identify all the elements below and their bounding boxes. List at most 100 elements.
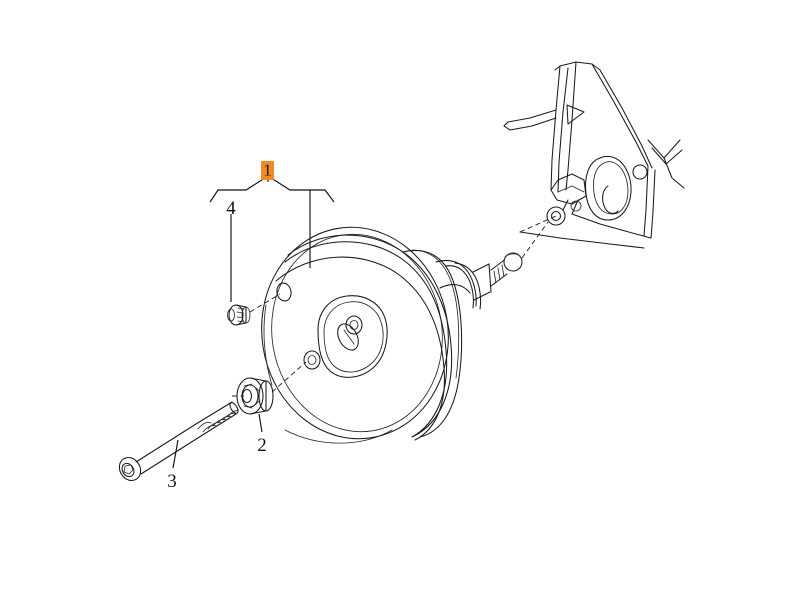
pushrod-neck-top bbox=[472, 263, 490, 273]
booster-shell-top-3 bbox=[275, 256, 445, 441]
callout-2-leader bbox=[258, 413, 263, 433]
bolt-socket-outer bbox=[121, 462, 135, 478]
brake-booster-part bbox=[261, 226, 482, 444]
small-nut-knurl-3 bbox=[236, 316, 244, 319]
bracket-oval-slot-inner bbox=[593, 161, 629, 215]
bracket-right-diagonal-inner bbox=[599, 69, 653, 169]
booster-hub-cone-2 bbox=[445, 265, 475, 309]
pushrod-shaft-bottom bbox=[490, 273, 508, 287]
callout-4-number[interactable]: 4 bbox=[226, 198, 236, 219]
leader-dashed-floor-to-grommet bbox=[519, 215, 557, 233]
small-nut-part bbox=[227, 304, 251, 326]
bracket-tab-leg-right bbox=[571, 199, 579, 215]
bracket-left-arm-top bbox=[507, 109, 557, 123]
bracket-right-diagonal-outer bbox=[591, 63, 649, 167]
callout-1-label-group[interactable]: 1 bbox=[261, 161, 274, 181]
bracket-floor-bottom bbox=[519, 231, 645, 249]
bolt-thread-bottom-edge bbox=[200, 413, 237, 437]
flanged-nut-flange-right bbox=[258, 380, 274, 412]
bolt-thread-4 bbox=[212, 418, 227, 427]
booster-shell-top bbox=[287, 234, 453, 437]
grommet-ring-inner bbox=[550, 210, 562, 222]
pushrod-thread-2 bbox=[497, 267, 501, 281]
booster-stud-hole bbox=[276, 282, 292, 302]
bolt-thread-1 bbox=[197, 421, 212, 430]
grommet-ring-outer bbox=[546, 206, 566, 226]
booster-face-edge-left bbox=[263, 304, 273, 386]
leader-dashed-nut4-to-booster bbox=[249, 293, 281, 313]
callout-3-number[interactable]: 3 bbox=[167, 471, 177, 492]
flanged-nut-body bbox=[249, 377, 267, 415]
bolt-hex-socket bbox=[123, 464, 134, 475]
pushrod-ball-end bbox=[503, 252, 523, 272]
bracket-fork-stem bbox=[663, 157, 685, 189]
bracket-triangle-cutout bbox=[566, 104, 585, 125]
leader-dashed-pushrod-to-bracket bbox=[521, 221, 549, 259]
bracket-center-rib bbox=[565, 61, 577, 191]
small-nut-knurl-1 bbox=[237, 307, 245, 310]
pushrod-neck-bottom bbox=[473, 291, 491, 301]
bolt-thread-3 bbox=[207, 421, 222, 430]
bracket-left-arm-cap bbox=[503, 121, 511, 131]
bolt-shank-top bbox=[135, 423, 197, 463]
flanged-nut-facet-2 bbox=[255, 387, 261, 393]
booster-barrel-right bbox=[402, 250, 463, 438]
bolt-thread-2 bbox=[202, 424, 217, 433]
booster-boss-hole-lower bbox=[303, 350, 321, 370]
booster-boss-hole-lower-inner bbox=[307, 355, 317, 365]
bracket-left-wall-outer bbox=[550, 65, 561, 191]
booster-hub-cone-3 bbox=[454, 262, 482, 310]
bolt-shank-bottom bbox=[140, 435, 202, 475]
push-rod-part bbox=[472, 252, 523, 301]
booster-hub-cone-top bbox=[435, 259, 477, 307]
bolt-thread-top-edge bbox=[195, 401, 233, 425]
pushrod-thread-3 bbox=[501, 264, 505, 278]
booster-center-boss-inner bbox=[323, 301, 384, 373]
callout-1-highlight-box[interactable] bbox=[261, 161, 274, 180]
bracket-floor-top bbox=[571, 213, 652, 239]
hex-socket-bolt-part bbox=[118, 401, 239, 481]
bolt-thread-5 bbox=[217, 415, 232, 424]
booster-face-edge-bottom bbox=[284, 429, 393, 444]
flanged-nut-facet-1 bbox=[243, 383, 253, 387]
bracket-lower-tab bbox=[550, 173, 587, 205]
booster-front-face bbox=[261, 226, 449, 440]
booster-boss-hole-upper bbox=[345, 315, 363, 335]
small-nut-bore bbox=[227, 308, 235, 322]
pedal-bracket-part bbox=[503, 61, 685, 249]
bracket-right-edge-2 bbox=[650, 169, 656, 239]
small-nut-body-left bbox=[228, 304, 244, 326]
booster-hub-cone-mid bbox=[439, 284, 471, 294]
bracket-small-hole bbox=[570, 200, 582, 212]
bolt-head bbox=[118, 457, 142, 481]
pushrod-thread-1 bbox=[493, 270, 497, 284]
booster-barrel-right-2 bbox=[411, 249, 460, 379]
small-nut-knurl-4 bbox=[237, 320, 245, 323]
bracket-fork-lower bbox=[651, 147, 683, 165]
small-nut-body-right bbox=[235, 304, 247, 326]
bolt-tip bbox=[229, 402, 239, 414]
bracket-lower-tab-fold bbox=[557, 185, 585, 193]
bracket-left-wall-inner bbox=[557, 67, 569, 193]
callout-2-number[interactable]: 2 bbox=[257, 435, 267, 456]
booster-shell-top-2 bbox=[284, 241, 448, 438]
small-nut-knurl-2 bbox=[236, 311, 244, 314]
small-nut-face bbox=[241, 306, 251, 324]
booster-center-boss bbox=[317, 295, 388, 378]
bracket-right-edge bbox=[643, 165, 649, 237]
callout-1-number[interactable]: 1 bbox=[263, 161, 272, 180]
booster-center-slot-line bbox=[343, 329, 355, 345]
bracket-oval-slot-outer bbox=[585, 155, 632, 221]
flanged-nut-facet-3 bbox=[255, 399, 261, 405]
bracket-mounting-hole bbox=[632, 164, 648, 180]
booster-center-slot bbox=[337, 323, 359, 351]
callout-3-leader bbox=[172, 439, 179, 469]
leader-dashed-nut2-to-booster bbox=[271, 361, 307, 393]
bracket-left-arm-bottom bbox=[509, 117, 557, 131]
pushrod-ball-highlight bbox=[504, 253, 521, 258]
bracket-slot-tongue bbox=[602, 185, 619, 214]
flanged-nut-facet-4 bbox=[243, 405, 253, 409]
pushrod-neck-cap bbox=[488, 263, 492, 293]
